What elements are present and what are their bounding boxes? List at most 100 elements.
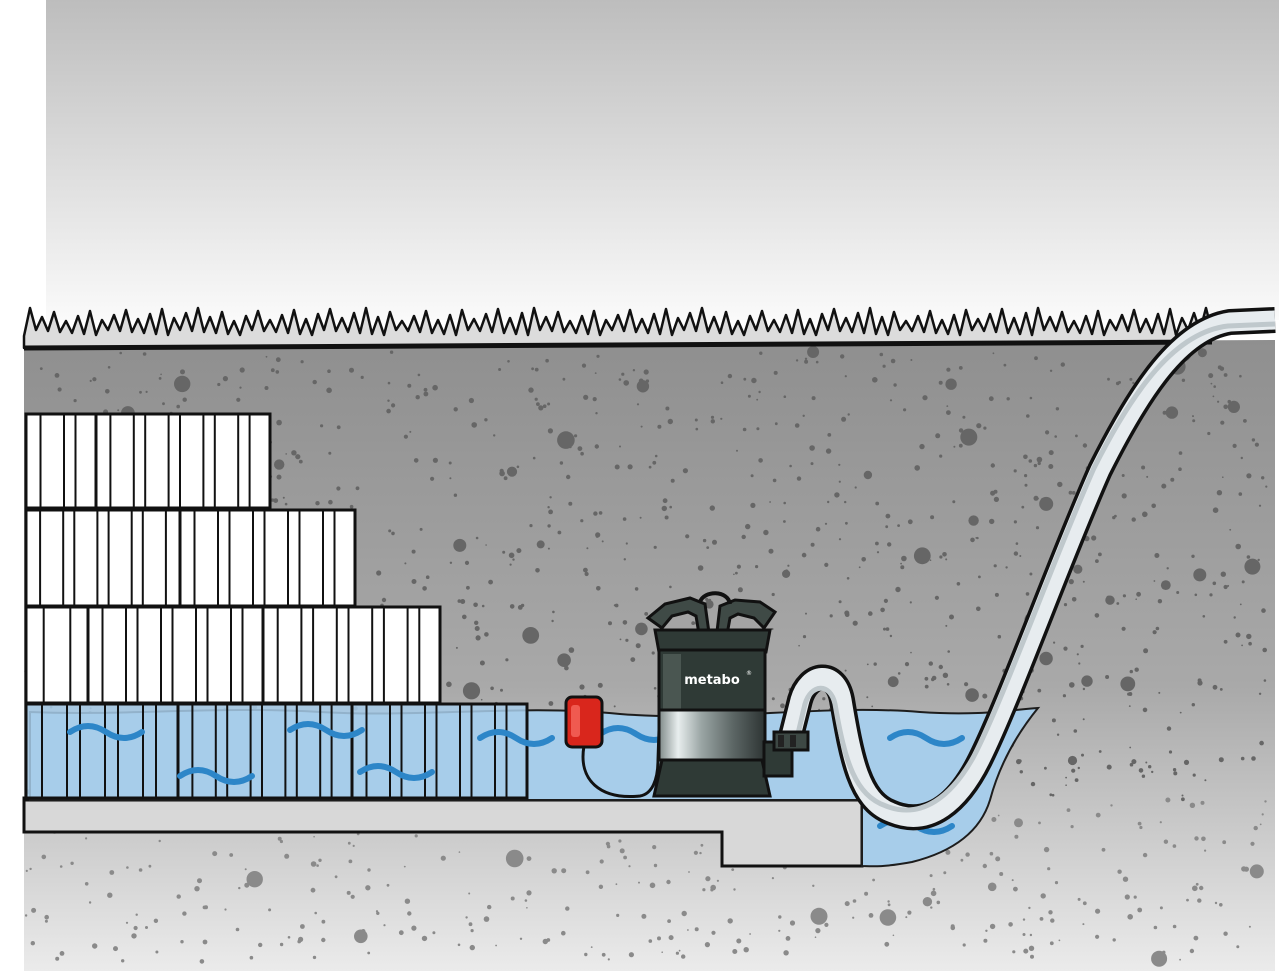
soil-speckle [678,949,681,952]
soil-speckle [804,357,808,360]
soil-speckle [557,431,575,449]
soil-speckle [44,919,48,923]
soil-speckle [1137,821,1142,826]
soil-speckle [1068,490,1073,495]
soil-speckle [815,928,821,934]
soil-speckle [930,515,935,520]
soil-speckle [653,863,658,868]
soil-speckle [619,638,622,641]
soil-speckle [354,929,368,944]
soil-speckle [158,377,162,380]
soil-speckle [453,493,458,497]
soil-speckle [1148,765,1152,769]
soil-speckle [1005,566,1008,569]
soil-speckle [995,856,1001,862]
soil-speckle [524,899,528,902]
soil-speckle [145,926,148,929]
soil-speckle [1015,542,1019,545]
soil-speckle [411,579,417,584]
soil-speckle [1035,526,1040,530]
soil-speckle [315,501,320,506]
soil-speckle [946,683,950,686]
soil-speckle [616,913,620,918]
soil-speckle [1117,869,1122,874]
soil-speckle [1214,901,1218,905]
soil-speckle [623,558,626,561]
soil-speckle [1006,397,1010,401]
soil-speckle [276,419,282,426]
soil-speckle [197,878,202,884]
soil-speckle [547,428,554,434]
soil-speckle [389,350,394,354]
soil-speckle [355,486,360,491]
soil-speckle [758,458,763,463]
soil-speckle [498,368,502,371]
soil-speckle [1199,885,1204,891]
soil-speckle [460,599,466,604]
soil-speckle [924,684,929,689]
soil-speckle [938,380,943,385]
soil-speckle [876,551,880,554]
soil-speckle [976,536,979,540]
soil-speckle [1219,688,1223,691]
soil-speckle [1259,823,1262,826]
soil-speckle [1246,633,1252,640]
soil-speckle [468,922,473,927]
soil-speckle [666,879,671,885]
soil-speckle [1217,400,1220,403]
soil-speckle [965,852,970,857]
soil-speckle [1192,885,1198,892]
soil-speckle [107,366,111,369]
soil-speckle [507,360,510,363]
soil-speckle [1075,434,1078,438]
soil-speckle [614,603,619,608]
soil-speckle [700,843,704,847]
soil-speckle [557,530,562,535]
soil-speckle [1141,465,1146,470]
crate [24,412,98,510]
soil-speckle [158,839,161,843]
soil-speckle [801,552,807,558]
soil-speckle [1095,559,1099,563]
soil-speckle [1240,756,1245,761]
soil-speckle [483,916,490,922]
soil-speckle [1081,753,1084,757]
soil-speckle [769,501,771,503]
soil-speckle [691,621,696,625]
soil-speckle [1244,558,1261,575]
soil-speckle [1082,718,1085,721]
soil-speckle [847,413,850,416]
soil-speckle [1208,373,1214,379]
soil-speckle [88,901,92,904]
soil-speckle [1222,476,1224,479]
soil-speckle [669,505,672,509]
soil-speckle [844,669,847,672]
soil-speckle [535,568,540,573]
soil-speckle [1204,779,1207,782]
soil-speckle [623,380,629,386]
soil-speckle [922,897,933,907]
soil-speckle [131,933,137,939]
soil-speckle [125,921,129,924]
pump-brand-logo: metabo [684,673,740,688]
soil-speckle [662,498,668,504]
soil-speckle [735,571,738,575]
soil-speckle [583,567,588,573]
soil-speckle [903,408,907,412]
soil-speckle [1165,406,1179,419]
soil-speckle [275,370,280,374]
soil-speckle [632,369,636,372]
soil-speckle [422,586,427,591]
soil-speckle [1194,593,1198,597]
soil-speckle [59,951,65,956]
soil-speckle [852,899,857,903]
soil-speckle [1172,924,1177,929]
soil-speckle [109,870,115,875]
soil-speckle [771,877,775,880]
soil-speckle [107,892,113,898]
soil-speckle [936,900,941,905]
soil-speckle [942,552,947,557]
soil-speckle [825,448,832,454]
soil-speckle [810,462,814,466]
soil-speckle [594,372,597,374]
